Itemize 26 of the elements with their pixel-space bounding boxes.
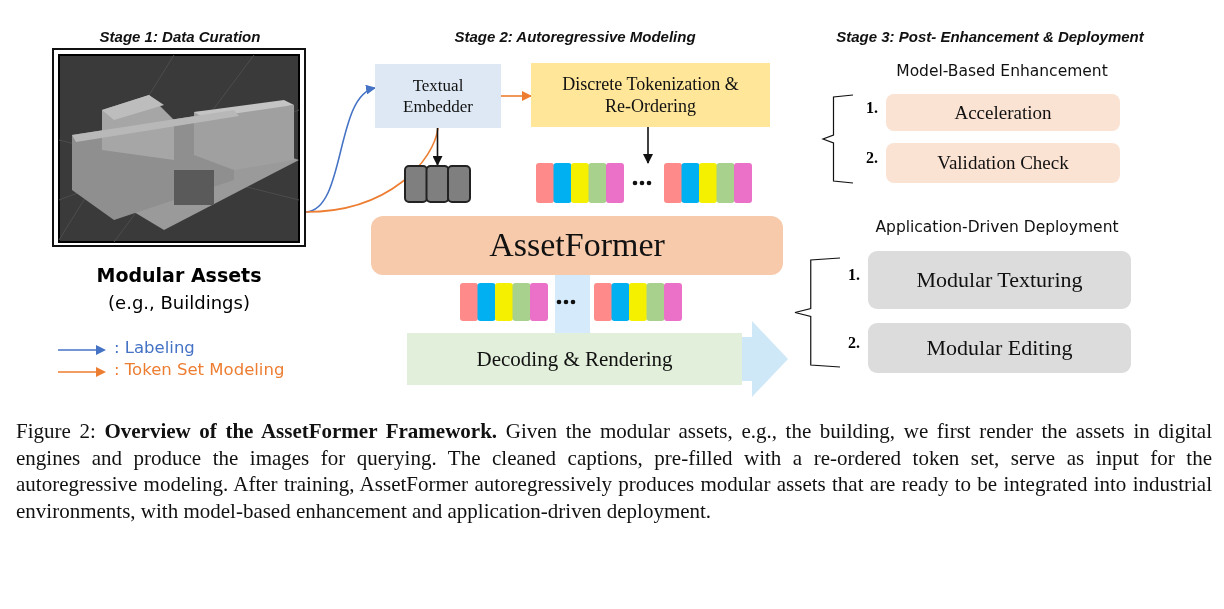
process-box: Decoding & Rendering — [407, 333, 742, 385]
arrow — [643, 126, 653, 164]
process-box: Textual Embedder — [375, 64, 501, 128]
process-box: Discrete Tokenization & Re-Ordering — [531, 63, 770, 127]
figure-caption: Figure 2: Overview of the AssetFormer Framework. Given the modular assets, e.g., the building, we first render the assets in digital engines and produce the images for querying. The cleaned captions, pre-filled with a re-ordered token set, serve as input for the autoregressive modeling. After training, AssetFormer autoregressively produces modular assets that are ready to be integrated into industrial environments, with model-based enhancement and application-driven deployment. — [16, 418, 1212, 524]
section-heading: Model-Based Enhancement — [895, 62, 1109, 80]
legend-text: : Token Set Modeling — [114, 360, 285, 379]
model-box: AssetFormer — [371, 216, 783, 275]
step-number: 1. — [848, 266, 861, 284]
legend-text: : Labeling — [114, 338, 195, 357]
stage-heading: Stage 1: Data Curation — [98, 28, 262, 45]
step-number: 1. — [866, 98, 879, 117]
stage-heading: Stage 2: Autoregressive Modeling — [453, 28, 697, 45]
arrow — [500, 91, 532, 101]
step-box: Validation Check — [886, 143, 1120, 183]
picture-caption: Modular Assets — [95, 264, 263, 286]
step-box: Modular Editing — [868, 323, 1131, 373]
picture-caption: (e.g., Buildings) — [107, 292, 251, 313]
step-box: Acceleration — [886, 94, 1120, 131]
block-arrow — [742, 321, 788, 397]
stage-heading: Stage 3: Post- Enhancement & Deployment — [835, 28, 1146, 45]
step-number: 2. — [866, 149, 879, 167]
arrow — [432, 127, 443, 166]
step-box: Modular Texturing — [868, 251, 1131, 309]
section-heading: Application-Driven Deployment — [874, 218, 1120, 236]
step-number: 2. — [848, 334, 861, 352]
